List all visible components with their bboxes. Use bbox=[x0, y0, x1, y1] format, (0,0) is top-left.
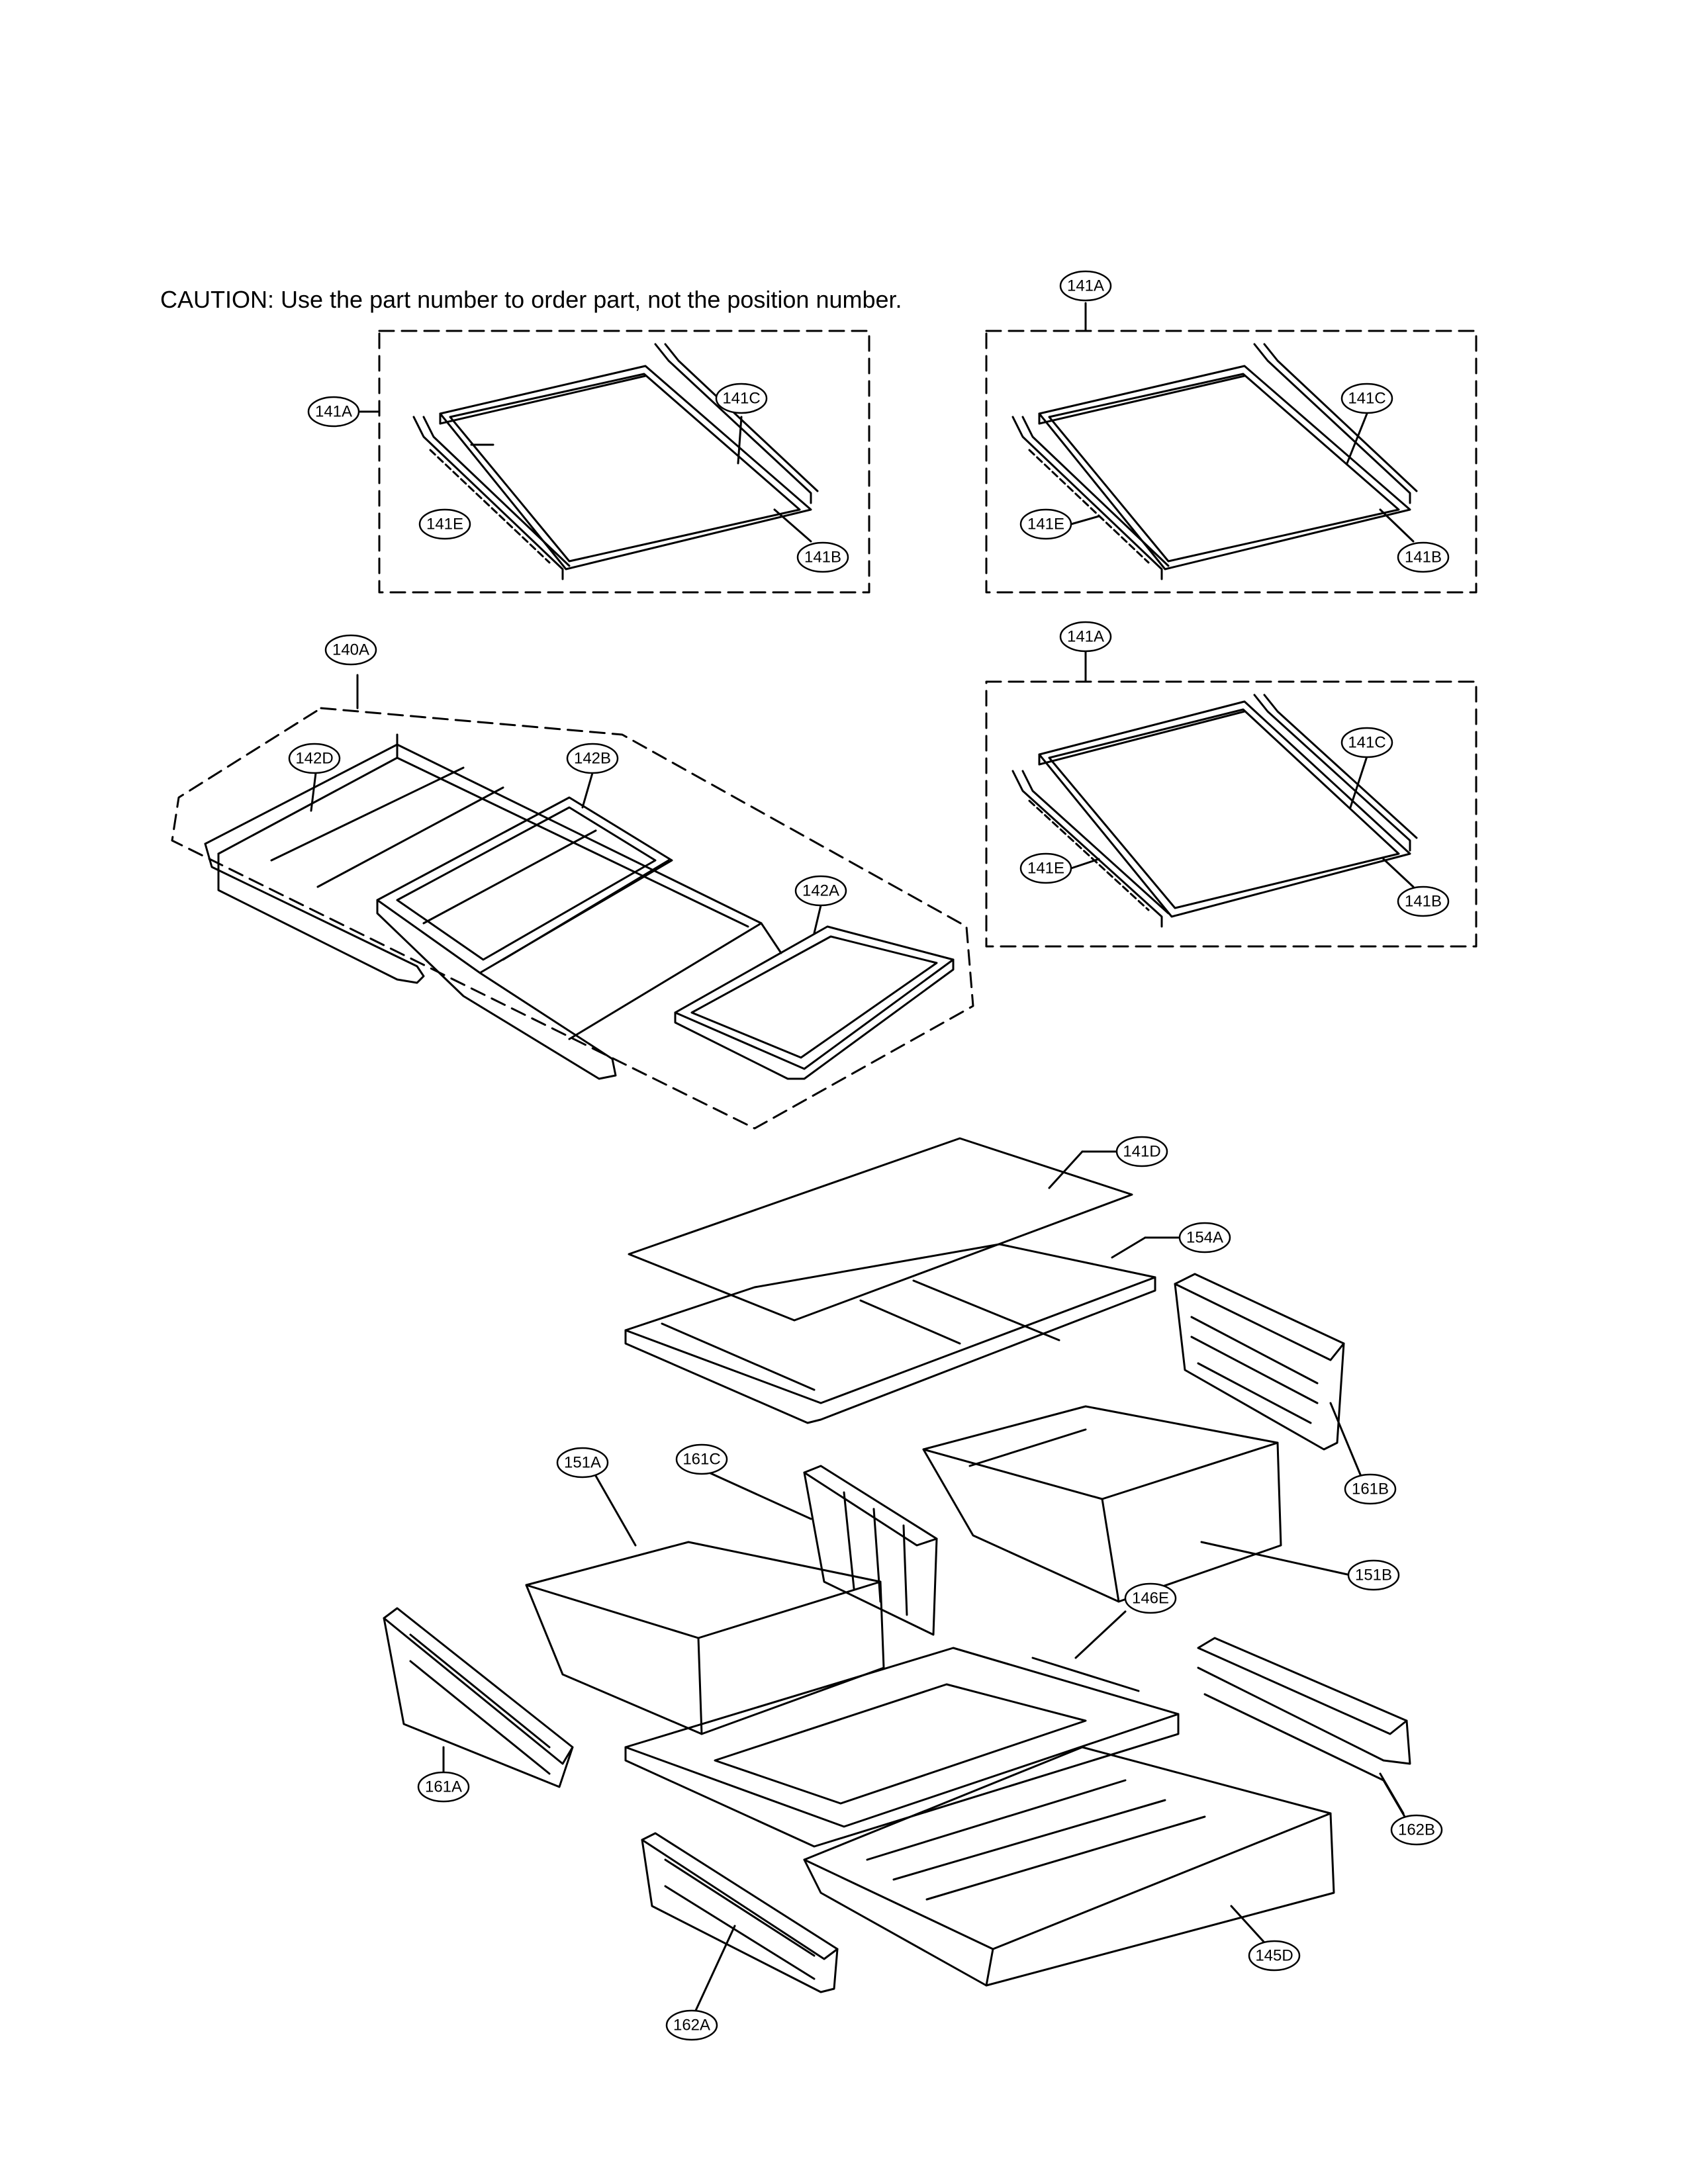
svg-text:141E: 141E bbox=[1027, 860, 1064, 878]
label-141b-g3: 141B bbox=[1397, 886, 1450, 917]
label-141c-g3: 141C bbox=[1340, 727, 1393, 758]
shelf-assembly-141a-group2 bbox=[985, 302, 1477, 594]
svg-text:162B: 162B bbox=[1398, 1821, 1435, 1839]
label-151b: 151B bbox=[1347, 1559, 1400, 1591]
drawer-left-151a bbox=[525, 1541, 882, 1639]
frame-outer-outline bbox=[204, 743, 763, 1040]
shelf-assembly-141a-group3 bbox=[985, 651, 1477, 948]
label-141a-g2: 141A bbox=[1059, 270, 1112, 302]
group1-shelf-glass bbox=[439, 365, 812, 570]
label-142b: 142B bbox=[566, 743, 619, 774]
svg-text:161C: 161C bbox=[682, 1451, 720, 1469]
caution-note: CAUTION: Use the part number to order pa… bbox=[160, 286, 902, 313]
label-141b-g2: 141B bbox=[1397, 541, 1450, 573]
svg-text:141C: 141C bbox=[1348, 734, 1385, 752]
shelf-assembly-141a-group1 bbox=[357, 330, 870, 594]
center-frame-146e bbox=[624, 1647, 1180, 1828]
group1-dashed-box bbox=[378, 330, 870, 594]
group3-dashed-box bbox=[985, 680, 1477, 948]
label-141a-g3: 141A bbox=[1059, 621, 1112, 653]
group4-dashed-outline bbox=[171, 707, 974, 1130]
svg-text:141E: 141E bbox=[1027, 516, 1064, 533]
drawer-right-151b bbox=[922, 1405, 1279, 1500]
label-140a: 140A bbox=[324, 634, 377, 666]
svg-text:162A: 162A bbox=[673, 2017, 710, 2034]
cover-frame-154a bbox=[624, 1243, 1156, 1404]
svg-text:146E: 146E bbox=[1132, 1590, 1169, 1608]
label-141c-g2: 141C bbox=[1340, 383, 1393, 414]
svg-text:141A: 141A bbox=[1067, 628, 1104, 646]
svg-text:161B: 161B bbox=[1352, 1480, 1389, 1498]
svg-text:141A: 141A bbox=[315, 403, 352, 421]
cover-glass-141d bbox=[628, 1137, 1133, 1322]
label-142a: 142A bbox=[794, 875, 847, 907]
group2-shelf-glass bbox=[1038, 365, 1411, 570]
label-146e: 146E bbox=[1124, 1582, 1177, 1614]
divider-mid-161c bbox=[803, 1465, 938, 1547]
label-161a: 161A bbox=[417, 1771, 470, 1803]
label-141c-g1: 141C bbox=[715, 383, 768, 414]
rail-front-162a bbox=[641, 1832, 839, 1960]
label-141e-g3: 141E bbox=[1019, 852, 1072, 884]
svg-text:141D: 141D bbox=[1123, 1143, 1160, 1161]
svg-text:142A: 142A bbox=[802, 882, 839, 900]
svg-text:141B: 141B bbox=[1405, 549, 1442, 567]
label-151a: 151A bbox=[556, 1447, 609, 1479]
label-141b-g1: 141B bbox=[796, 541, 849, 573]
svg-text:141A: 141A bbox=[1067, 277, 1104, 295]
pan-145d bbox=[803, 1746, 1332, 1950]
svg-text:142B: 142B bbox=[574, 750, 611, 768]
label-145d: 145D bbox=[1248, 1940, 1301, 1972]
svg-text:141B: 141B bbox=[1405, 893, 1442, 911]
label-161c: 161C bbox=[675, 1443, 728, 1475]
svg-text:141E: 141E bbox=[426, 516, 463, 533]
svg-text:141C: 141C bbox=[722, 390, 760, 408]
group2-dashed-box bbox=[985, 330, 1477, 594]
folding-shelf-frame-140a bbox=[171, 674, 974, 1130]
label-162b: 162B bbox=[1390, 1814, 1443, 1846]
divider-right-161b bbox=[1174, 1273, 1345, 1361]
svg-text:141C: 141C bbox=[1348, 390, 1385, 408]
svg-text:154A: 154A bbox=[1186, 1229, 1223, 1247]
svg-text:141B: 141B bbox=[804, 549, 841, 567]
svg-text:151A: 151A bbox=[564, 1454, 601, 1472]
svg-text:145D: 145D bbox=[1255, 1947, 1293, 1965]
crisper-assembly bbox=[383, 1137, 1411, 2013]
label-141d: 141D bbox=[1115, 1136, 1168, 1167]
group3-shelf-glass bbox=[1038, 700, 1411, 918]
svg-text:142D: 142D bbox=[295, 750, 333, 768]
label-142d: 142D bbox=[288, 743, 341, 774]
frame-142b-body bbox=[376, 796, 673, 974]
label-141a-g1: 141A bbox=[307, 396, 360, 428]
label-161b: 161B bbox=[1344, 1473, 1397, 1505]
label-154a: 154A bbox=[1178, 1222, 1231, 1253]
svg-text:151B: 151B bbox=[1355, 1567, 1392, 1584]
label-141e-g1: 141E bbox=[418, 508, 471, 540]
label-141e-g2: 141E bbox=[1019, 508, 1072, 540]
svg-text:140A: 140A bbox=[332, 641, 369, 659]
svg-text:161A: 161A bbox=[425, 1778, 462, 1796]
label-162a: 162A bbox=[665, 2009, 718, 2041]
